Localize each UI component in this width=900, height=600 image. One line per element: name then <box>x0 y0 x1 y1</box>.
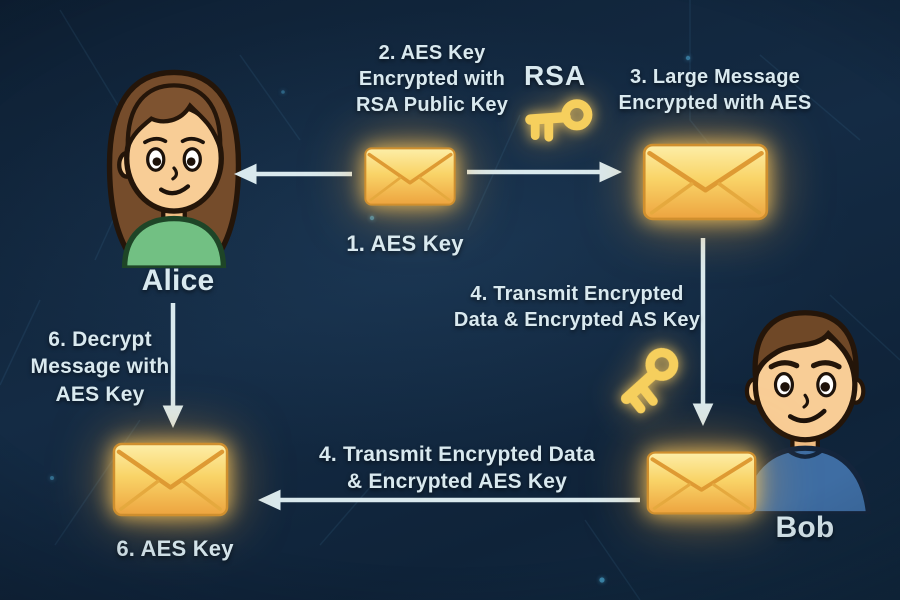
label-step1-aes-key: 1. AES Key <box>346 231 464 256</box>
envelope-aes-key-icon <box>364 147 456 206</box>
bob-name-label: Bob <box>775 511 835 544</box>
label-step2-aes-key-encrypted-rsa: 2. AES Key Encrypted with RSA Public Key <box>355 42 509 116</box>
rsa-key-icon <box>525 99 593 142</box>
envelope-bob-icon <box>646 451 757 515</box>
envelope-encrypted-message-icon <box>642 143 769 221</box>
label-step3-large-message: 3. Large Message Encrypted with AES <box>618 66 812 114</box>
alice-name-label: Alice <box>141 264 215 297</box>
label-step6-decrypt: 6. Decrypt Message with AES Key <box>30 328 170 406</box>
bob-private-key-icon <box>620 347 679 414</box>
envelope-decrypted-icon <box>112 442 229 517</box>
label-step4-transmit-bottom: 4. Transmit Encrypted Data & Encrypted A… <box>319 443 595 494</box>
label-step4-transmit-right: 4. Transmit Encrypted Data & Encrypted A… <box>453 283 701 331</box>
label-rsa: RSA <box>523 60 587 91</box>
label-step6-aes-key: 6. AES Key <box>116 536 234 561</box>
alice-avatar <box>106 69 242 268</box>
